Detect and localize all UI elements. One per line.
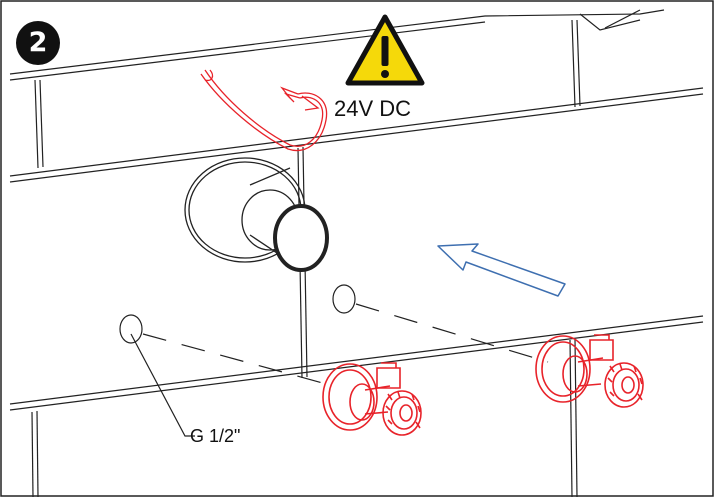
insert-direction-arrow-icon [437, 243, 566, 297]
warning-triangle-icon [345, 14, 425, 86]
angle-valve-left [322, 362, 422, 436]
mounting-holes [119, 284, 356, 344]
wall-connector-flange [184, 157, 329, 272]
voltage-label: 24V DC [334, 96, 412, 121]
alignment-lines [142, 303, 549, 386]
wall-tiles [9, 19, 704, 497]
thread-leader-line [130, 333, 195, 437]
power-cable [200, 69, 328, 152]
thread-size-label: G 1/2" [190, 426, 241, 446]
angle-valve-right [535, 334, 644, 408]
step-number-badge: 2 [16, 21, 60, 65]
wall-top-edge [9, 9, 665, 81]
